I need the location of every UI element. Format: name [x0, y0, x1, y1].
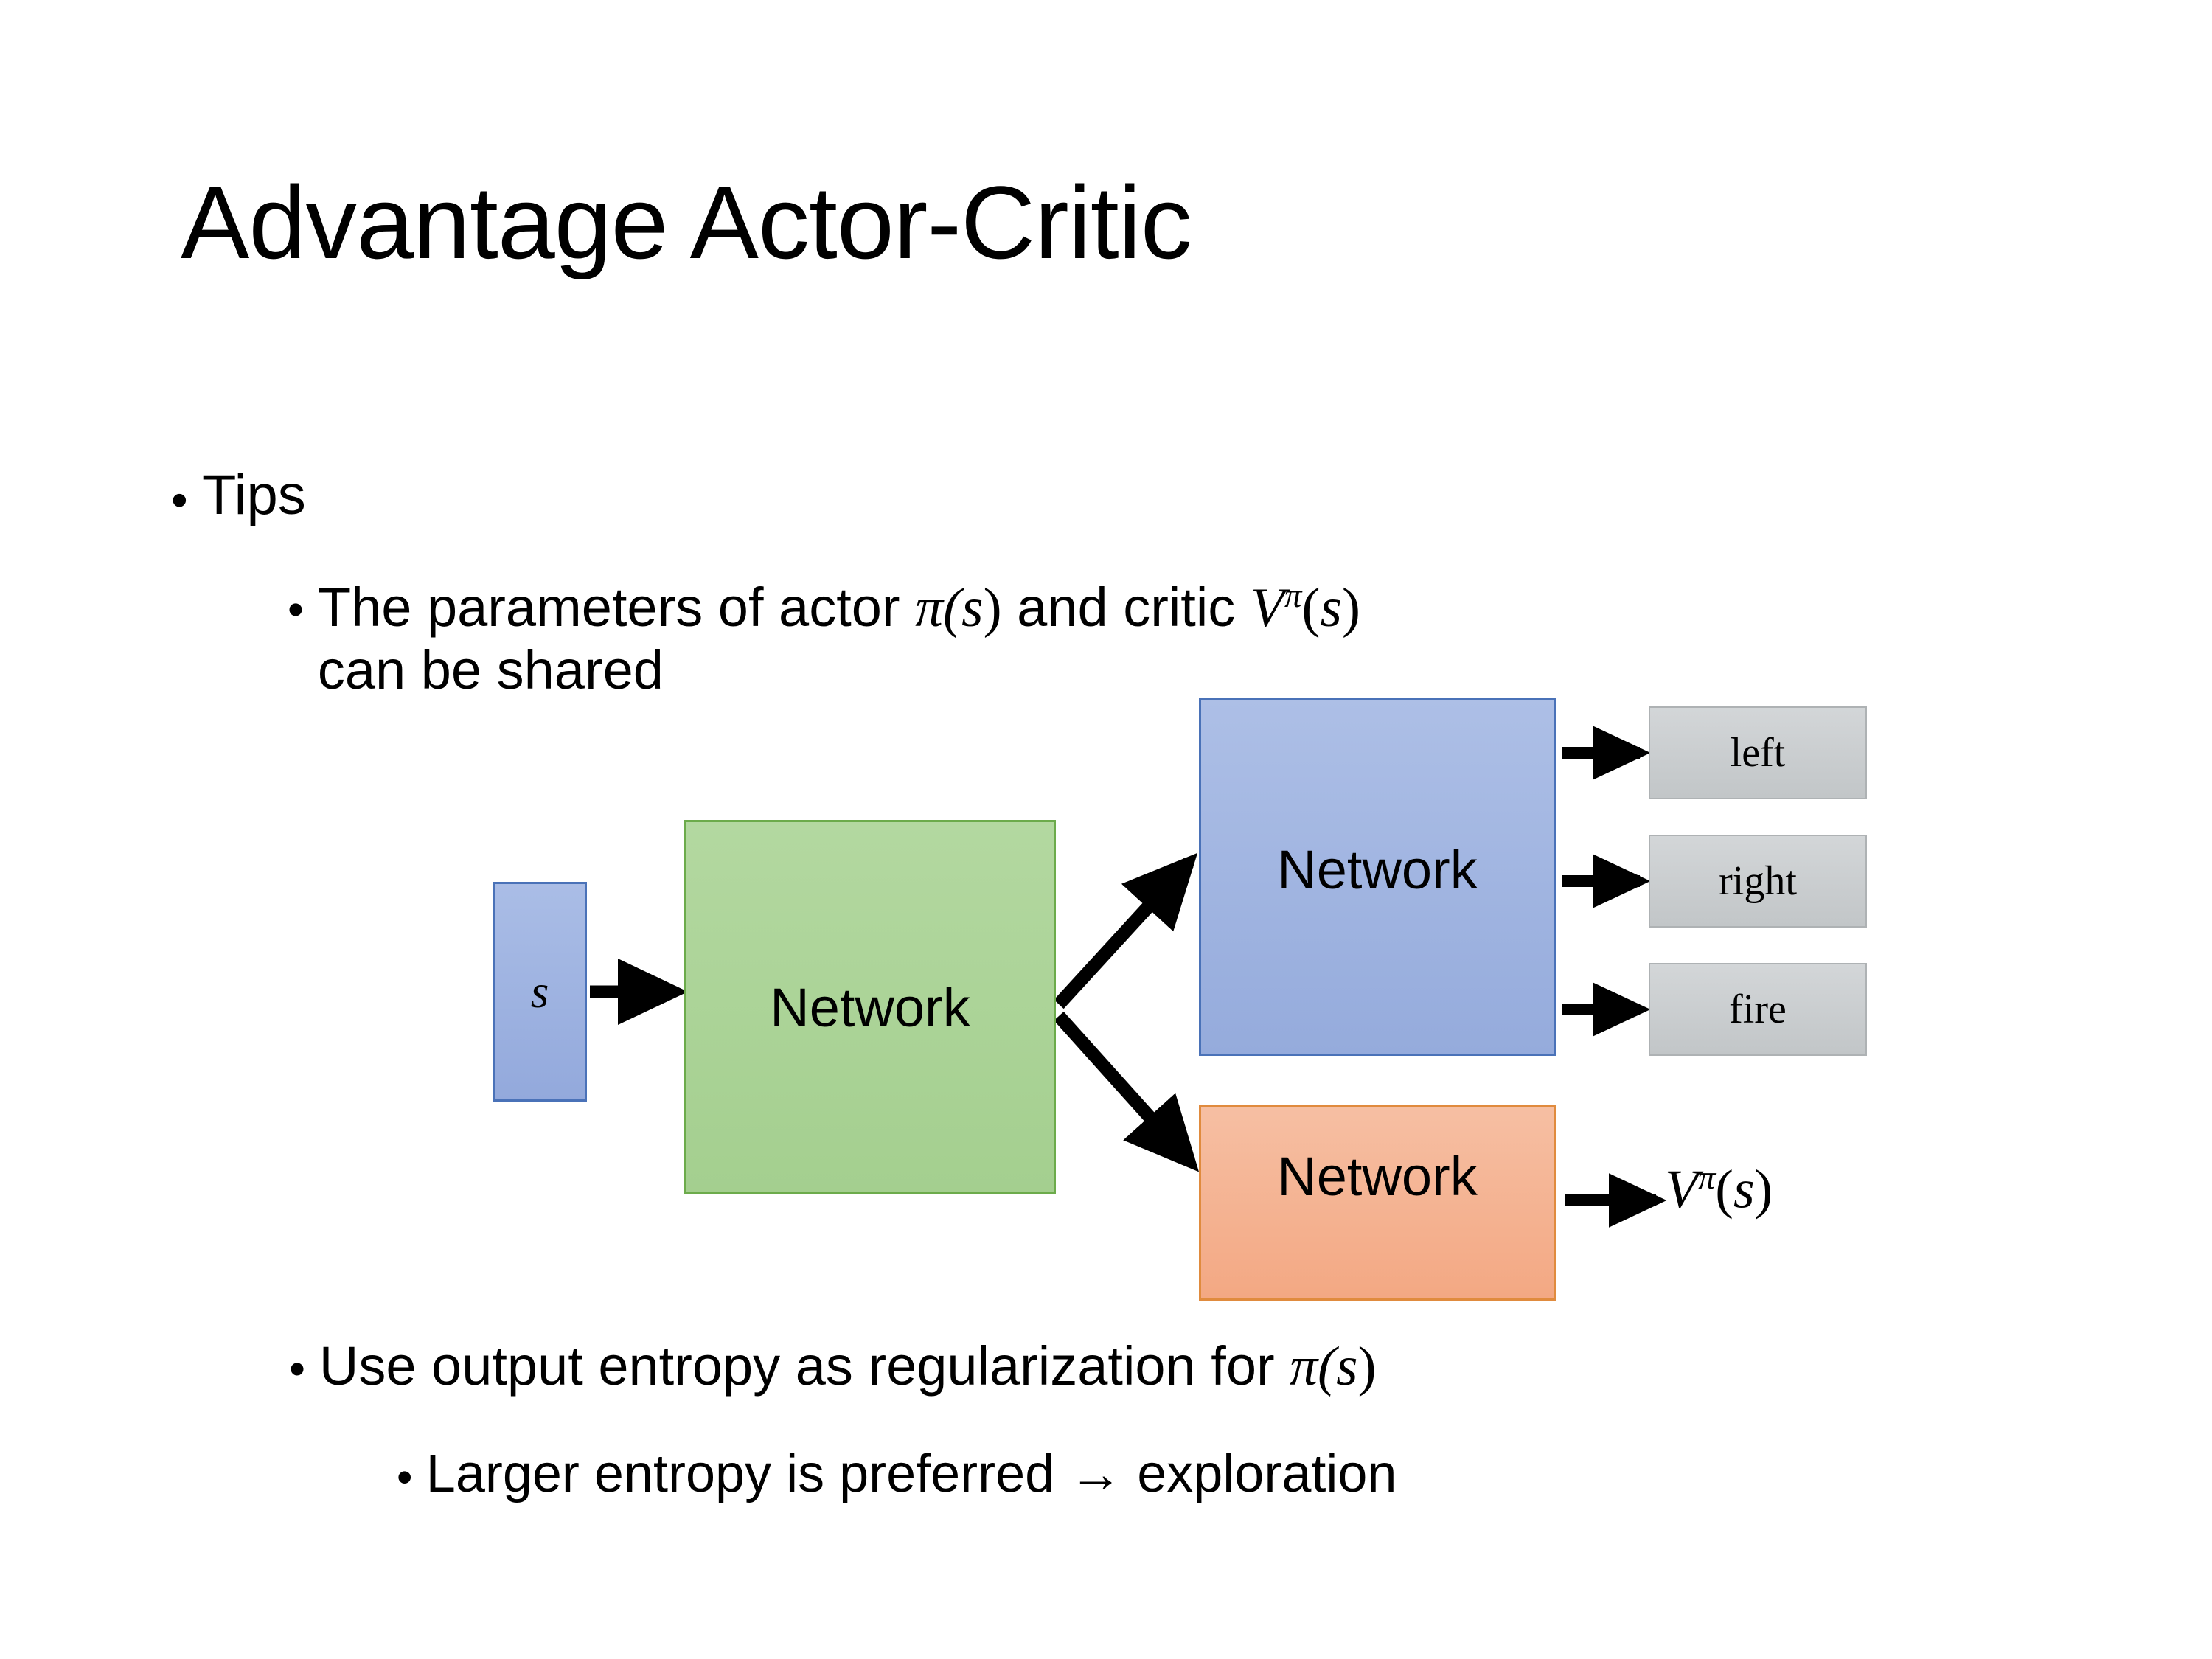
value-function-output-label: Vπ(s) [1665, 1158, 1773, 1222]
node-action-left-label: left [1730, 730, 1786, 776]
node-action-fire-label: fire [1729, 987, 1787, 1032]
node-shared-network-label: Network [770, 976, 970, 1038]
bullet-larger-entropy: • Larger entropy is preferred → explorat… [397, 1444, 2093, 1503]
bullet-tips-label: Tips [202, 464, 306, 526]
pi-of-s-formula: π(s) [1290, 1336, 1376, 1397]
params-text-mid: and critic [1001, 577, 1251, 639]
pi-arg: s [961, 577, 984, 639]
pi-arg: s [1336, 1336, 1358, 1397]
pi-close-paren: ) [1357, 1336, 1377, 1397]
node-action-left[interactable]: left [1649, 706, 1867, 799]
value-close-paren: ) [1754, 1159, 1773, 1220]
pi-close-paren: ) [983, 577, 1002, 639]
params-text-pre: The parameters of actor [317, 577, 916, 639]
value-open-paren: ( [1715, 1159, 1733, 1220]
arrow-shared-to-actor [1054, 852, 1198, 1009]
v-pi-of-s-formula: Vπ(s) [1251, 577, 1360, 639]
entropy-text-pre: Use output entropy as regularization for [319, 1335, 1290, 1397]
bullet-entropy-regularization: • Use output entropy as regularization f… [289, 1336, 2059, 1397]
pi-symbol: π( [915, 577, 962, 639]
v-symbol: V [1250, 577, 1284, 639]
bullet-dot-icon: • [288, 583, 305, 636]
v-close-paren: ) [1341, 577, 1361, 639]
bullet-larger-entropy-label: Larger entropy is preferred → exploratio… [425, 1444, 1397, 1503]
page-title: Advantage Actor-Critic [181, 164, 1192, 280]
bullet-dot-icon: • [397, 1452, 413, 1503]
node-input-state[interactable]: s [493, 882, 587, 1102]
node-critic-network[interactable]: Network [1199, 1105, 1556, 1301]
value-superscript-pi: π [1698, 1158, 1716, 1196]
bullet-dot-icon: • [171, 473, 188, 527]
v-open-paren: ( [1301, 577, 1321, 639]
node-action-right-label: right [1719, 858, 1797, 904]
node-shared-network[interactable]: Network [684, 820, 1056, 1194]
node-action-right[interactable]: right [1649, 835, 1867, 928]
bullet-dot-icon: • [289, 1343, 306, 1395]
bullet-shared-parameters: • The parameters of actor π(s) and criti… [288, 577, 2072, 701]
pi-of-s-formula: π(s) [915, 577, 1001, 639]
node-action-fire[interactable]: fire [1649, 963, 1867, 1056]
pi-symbol: π( [1290, 1336, 1337, 1397]
v-superscript-pi: π [1284, 577, 1302, 615]
params-text-line2: can be shared [317, 639, 664, 700]
node-actor-network-label: Network [1277, 838, 1478, 900]
bullet-tips: • Tips [171, 464, 1351, 527]
arrow-shared-to-critic [1054, 1011, 1200, 1172]
node-input-state-label: s [530, 965, 549, 1018]
bullet-shared-parameters-text: The parameters of actor π(s) and critic … [318, 577, 2072, 701]
bullet-entropy-text: Use output entropy as regularization for… [319, 1336, 2059, 1397]
node-critic-network-label: Network [1277, 1145, 1478, 1207]
v-arg: s [1320, 577, 1342, 639]
value-v-symbol: V [1665, 1159, 1699, 1220]
node-actor-network[interactable]: Network [1199, 698, 1556, 1056]
value-arg: s [1733, 1159, 1755, 1220]
